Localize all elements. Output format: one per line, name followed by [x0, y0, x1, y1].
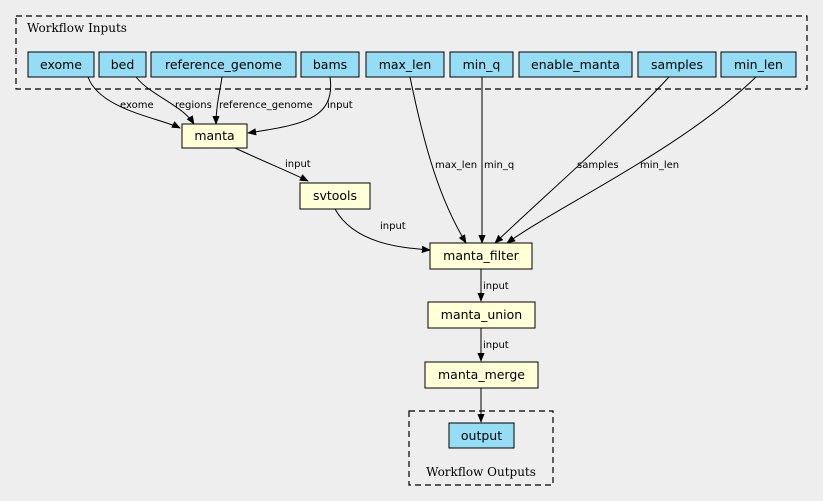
edge-label-manta-svtools: input	[285, 159, 311, 170]
node-bams[interactable]: bams	[300, 51, 360, 78]
edge-manta-to-svtools	[234, 147, 309, 182]
node-samples[interactable]: samples	[637, 51, 717, 78]
node-max-len-box[interactable]	[365, 51, 445, 78]
node-reference-genome-label: reference_genome	[165, 57, 282, 72]
workflow-inputs-label: Workflow Inputs	[27, 21, 127, 35]
node-min-len-label: min_len	[734, 57, 783, 72]
workflow-outputs-label: Workflow Outputs	[426, 465, 536, 479]
edge-exome-to-manta	[87, 76, 181, 129]
workflow-inputs-frame	[15, 15, 808, 90]
node-enable-manta[interactable]: enable_manta	[518, 51, 633, 78]
step-nodes-layer: manta svtools manta_filter manta_union m…	[181, 123, 539, 389]
node-manta-filter-box[interactable]	[429, 242, 533, 270]
node-output-label: output	[461, 428, 502, 443]
edge-bed-to-manta	[135, 76, 195, 125]
edge-label-filter-union: input	[483, 281, 509, 292]
node-min-q[interactable]: min_q	[449, 51, 514, 78]
node-max-len[interactable]: max_len	[365, 51, 445, 78]
node-manta-box[interactable]	[181, 123, 248, 149]
node-manta[interactable]: manta	[181, 123, 248, 149]
node-max-len-label: max_len	[379, 57, 432, 72]
node-reference-genome-box[interactable]	[150, 51, 297, 78]
node-exome-box[interactable]	[27, 51, 95, 78]
edge-label-svtools-filter: input	[380, 221, 406, 232]
node-min-q-box[interactable]	[449, 51, 514, 78]
edge-label-union-merge: input	[483, 340, 509, 351]
node-output[interactable]: output	[448, 422, 515, 449]
node-output-box[interactable]	[448, 422, 515, 449]
node-min-len[interactable]: min_len	[720, 51, 797, 78]
node-samples-box[interactable]	[637, 51, 717, 78]
node-manta-merge-label: manta_merge	[438, 367, 525, 382]
node-exome-label: exome	[40, 57, 82, 72]
node-reference-genome[interactable]: reference_genome	[150, 51, 297, 78]
node-bed[interactable]: bed	[98, 51, 147, 78]
node-manta-merge-box[interactable]	[424, 361, 539, 389]
edges-layer: exome regions reference_genome input inp…	[87, 76, 757, 423]
node-enable-manta-label: enable_manta	[531, 57, 620, 72]
node-manta-label: manta	[194, 128, 234, 143]
edge-label-samples: samples	[577, 160, 619, 171]
node-manta-union-box[interactable]	[427, 301, 536, 329]
node-svtools[interactable]: svtools	[299, 182, 371, 210]
edge-label-min-len: min_len	[640, 160, 679, 171]
output-nodes-layer: output	[448, 422, 515, 449]
node-bed-box[interactable]	[98, 51, 147, 78]
edge-min-len-to-manta-filter	[506, 76, 757, 244]
node-svtools-box[interactable]	[299, 182, 371, 210]
node-min-q-label: min_q	[463, 57, 501, 72]
edge-label-regions: regions	[175, 100, 212, 111]
node-bams-label: bams	[313, 57, 347, 72]
edge-label-min-q: min_q	[484, 160, 514, 171]
node-enable-manta-box[interactable]	[518, 51, 633, 78]
edge-samples-to-manta-filter	[494, 76, 670, 244]
node-manta-filter[interactable]: manta_filter	[429, 242, 533, 270]
node-manta-merge[interactable]: manta_merge	[424, 361, 539, 389]
node-bams-box[interactable]	[300, 51, 360, 78]
node-bed-label: bed	[111, 57, 135, 72]
edge-max-len-to-manta-filter	[409, 76, 467, 244]
input-nodes-layer: exome bed reference_genome bams max_len …	[27, 51, 797, 78]
node-manta-union-label: manta_union	[441, 307, 522, 322]
workflow-inputs-cluster: Workflow Inputs	[15, 15, 808, 90]
node-samples-label: samples	[651, 57, 703, 72]
edge-label-bams-input: input	[327, 100, 353, 111]
node-min-len-box[interactable]	[720, 51, 797, 78]
node-manta-filter-label: manta_filter	[443, 248, 520, 263]
node-manta-union[interactable]: manta_union	[427, 301, 536, 329]
edge-label-exome: exome	[120, 100, 154, 111]
edge-label-max-len: max_len	[435, 160, 477, 171]
edge-reference-genome-to-manta	[212, 76, 223, 125]
node-exome[interactable]: exome	[27, 51, 95, 78]
edge-label-reference-genome: reference_genome	[219, 100, 313, 111]
edge-svtools-to-manta-filter	[334, 208, 431, 253]
node-svtools-label: svtools	[313, 188, 357, 203]
edge-bams-to-manta	[247, 76, 332, 136]
